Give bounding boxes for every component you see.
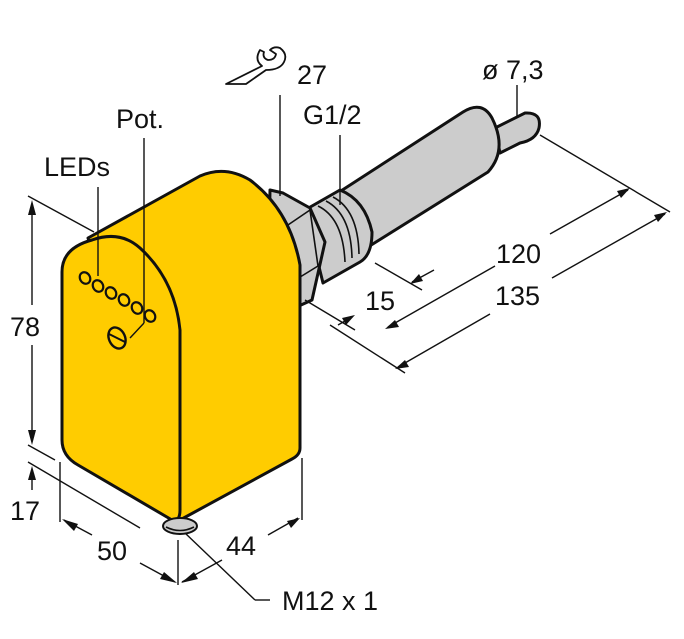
probe-diameter-label: ø 7,3 [482,55,544,85]
total-length-dimension: 135 [495,281,540,311]
wrench-icon [225,46,287,85]
led-1 [78,271,92,285]
probe-length-dimension: 120 [496,239,541,269]
thread-label: G1/2 [303,100,362,130]
probe-tip [493,111,541,155]
potentiometer [107,326,127,350]
probe-tube [328,105,501,249]
led-4 [117,293,131,307]
led-3 [104,286,118,300]
width-dimension: 50 [97,536,127,566]
thread-length-dimension: 15 [365,286,395,316]
led-row [78,271,157,323]
housing [60,169,302,522]
leds-label: LEDs [44,152,110,182]
wrench-size-label: 27 [297,60,327,90]
connector-label: M12 x 1 [282,586,378,616]
led-5 [130,301,144,315]
depth-dimension: 44 [226,531,256,561]
connector [162,517,198,535]
connector-offset-dimension: 17 [10,496,40,526]
pot-label: Pot. [116,104,164,134]
led-6 [143,309,157,323]
led-2 [91,279,105,293]
height-dimension: 78 [10,312,40,342]
